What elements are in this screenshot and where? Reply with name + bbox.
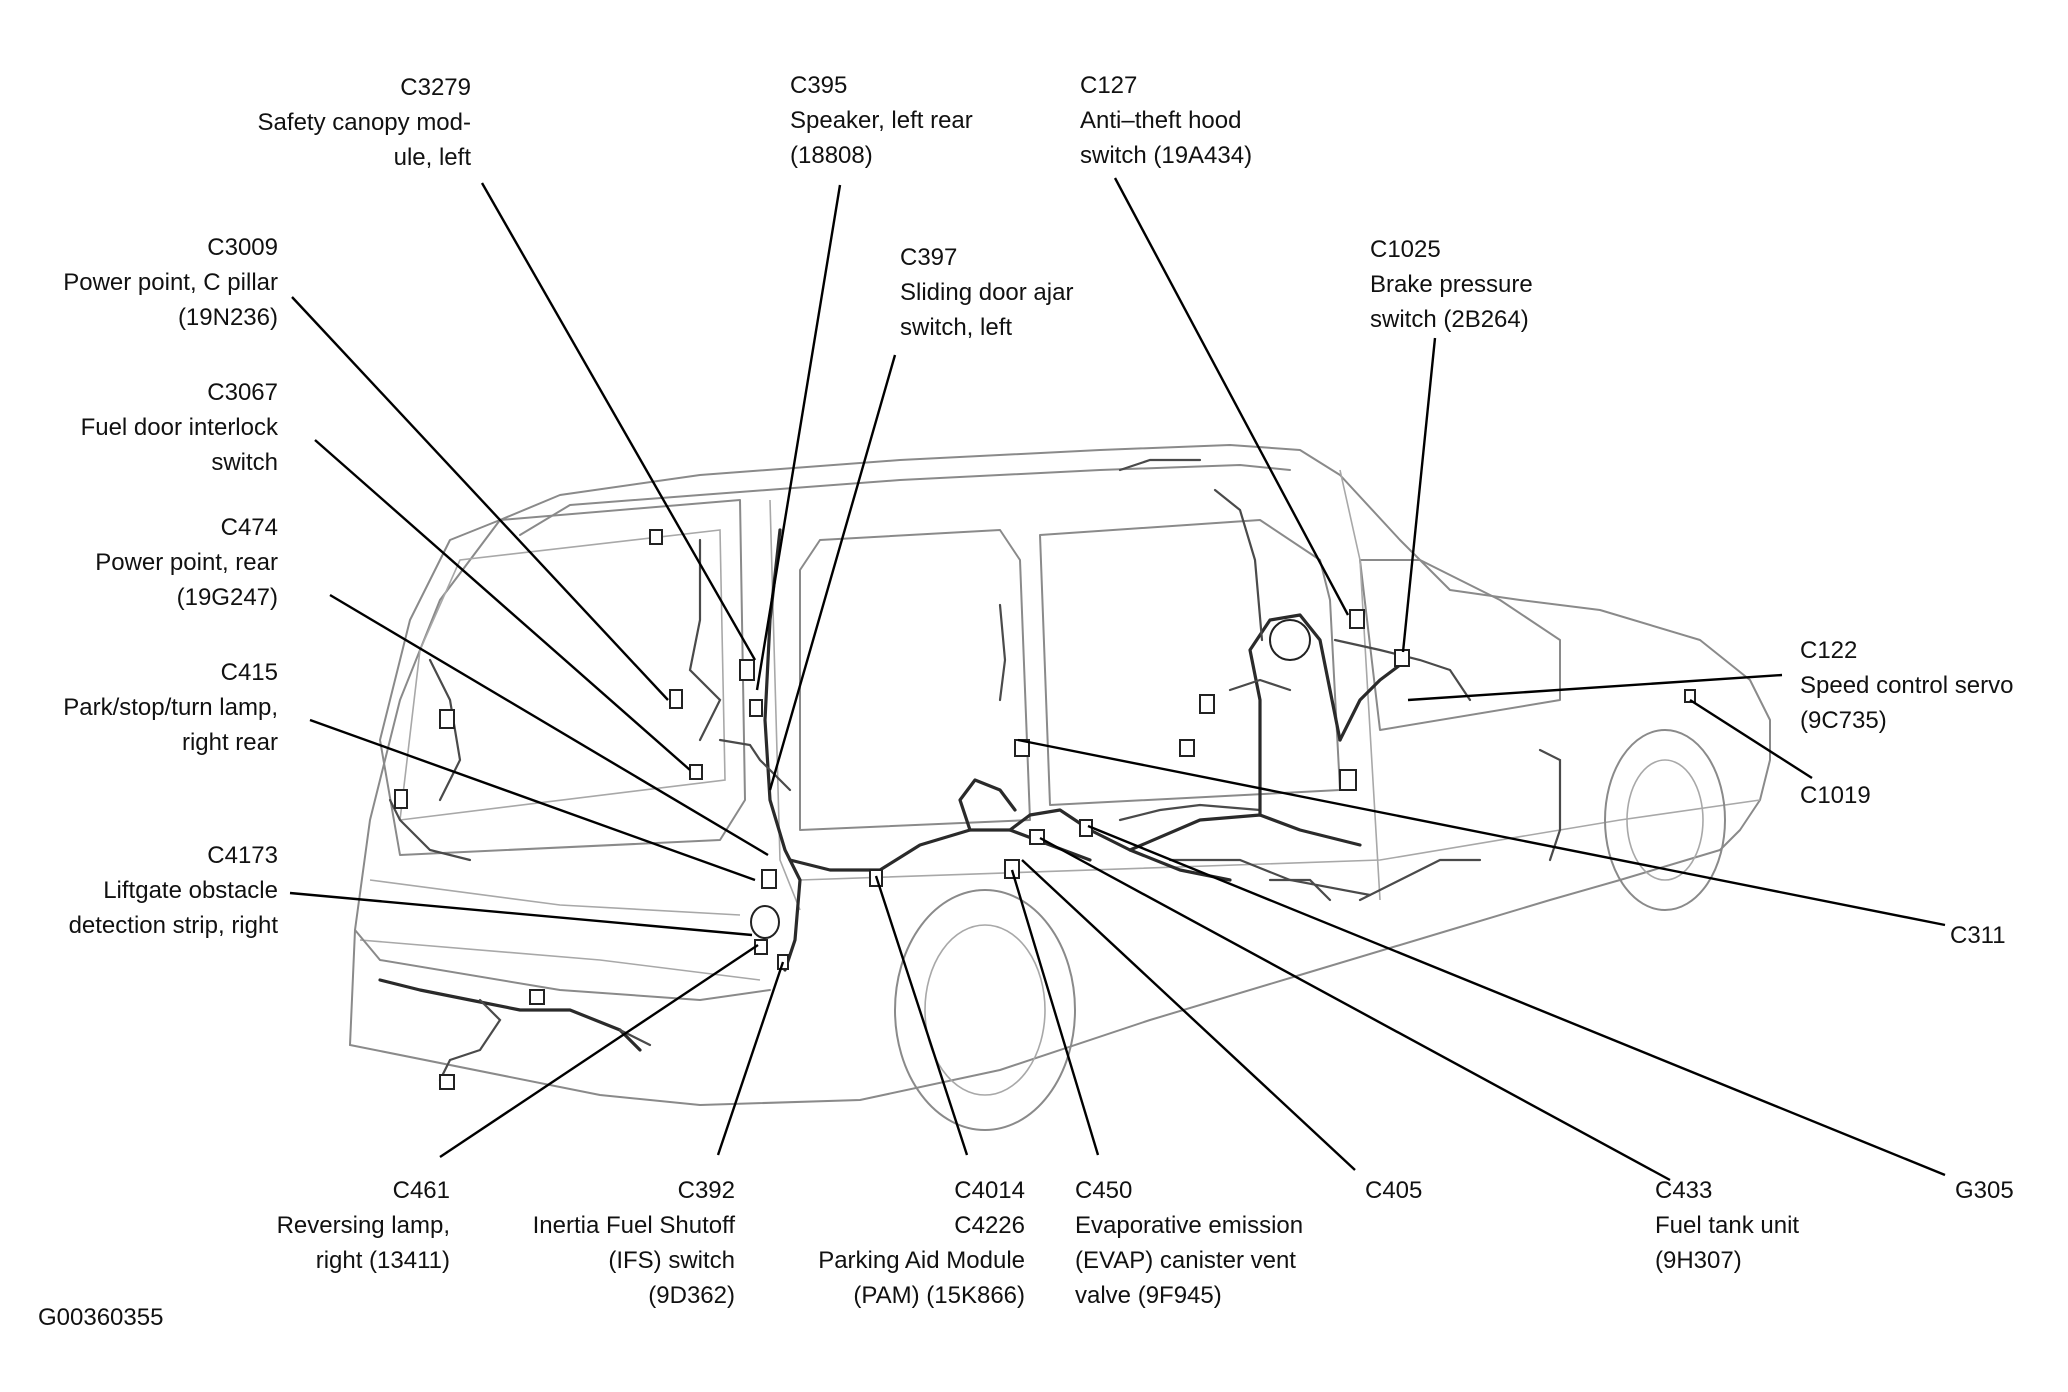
leader-c127 [1113, 177, 1350, 616]
callout-c392: C392 Inertia Fuel Shutoff (IFS) switch (… [532, 1177, 735, 1309]
leader-c415 [309, 718, 756, 882]
leader-g305 [1087, 824, 1946, 1177]
leader-c311 [1017, 738, 1946, 927]
callout-g305: G305 [1955, 1177, 2014, 1204]
callout-c122: C122 Speed control servo (9C735) [1800, 637, 2014, 734]
callout-c474: C474 Power point, rear (19G247) [95, 514, 278, 611]
leader-c395 [755, 184, 842, 691]
leader-c433 [1039, 836, 1671, 1182]
callout-c397: C397 Sliding door ajar switch, left [900, 244, 1074, 341]
callout-c3279: C3279 Safety canopy mod- ule, left [257, 74, 471, 171]
leader-c122 [1407, 673, 1783, 702]
callout-c311: C311 [1950, 922, 2006, 949]
leader-c474 [329, 593, 769, 857]
callout-c4014-c4226: C4014 C4226 Parking Aid Module (PAM) (15… [818, 1177, 1025, 1309]
leader-c4173 [289, 891, 753, 937]
leader-c405 [1021, 859, 1356, 1171]
leader-c1019 [1689, 698, 1813, 780]
leader-c1025 [1401, 337, 1437, 653]
leader-c3279 [480, 182, 757, 661]
callout-c1025: C1025 Brake pressure switch (2B264) [1370, 236, 1533, 333]
figure-id: G00360355 [38, 1304, 164, 1331]
wiring-harness [378, 458, 1562, 1082]
callout-c415: C415 Park/stop/turn lamp, right rear [63, 659, 278, 756]
leader-c397 [768, 354, 897, 791]
callout-c395: C395 Speaker, left rear (18808) [790, 72, 973, 169]
leader-c450 [1010, 869, 1100, 1156]
callout-c1019: C1019 [1800, 782, 1871, 809]
leader-c4014 [874, 875, 969, 1156]
leader-c392 [716, 961, 785, 1156]
leader-c3067 [314, 439, 691, 771]
callout-c3067: C3067 Fuel door interlock switch [80, 379, 278, 476]
callout-c127: C127 Anti–theft hood switch (19A434) [1080, 72, 1253, 169]
callout-c4173: C4173 Liftgate obstacle detection strip,… [68, 842, 278, 939]
callout-c461: C461 Reversing lamp, right (13411) [276, 1177, 450, 1274]
leader-lines [289, 177, 1946, 1182]
callout-c450: C450 Evaporative emission (EVAP) caniste… [1075, 1177, 1304, 1309]
leader-c461 [439, 944, 759, 1158]
callout-c405: C405 [1365, 1177, 1423, 1204]
van-body-outline [349, 444, 1771, 1131]
callout-c433: C433 Fuel tank unit (9H307) [1655, 1177, 1800, 1274]
leader-c3009 [291, 296, 669, 701]
callout-c3009: C3009 Power point, C pillar (19N236) [63, 234, 278, 331]
